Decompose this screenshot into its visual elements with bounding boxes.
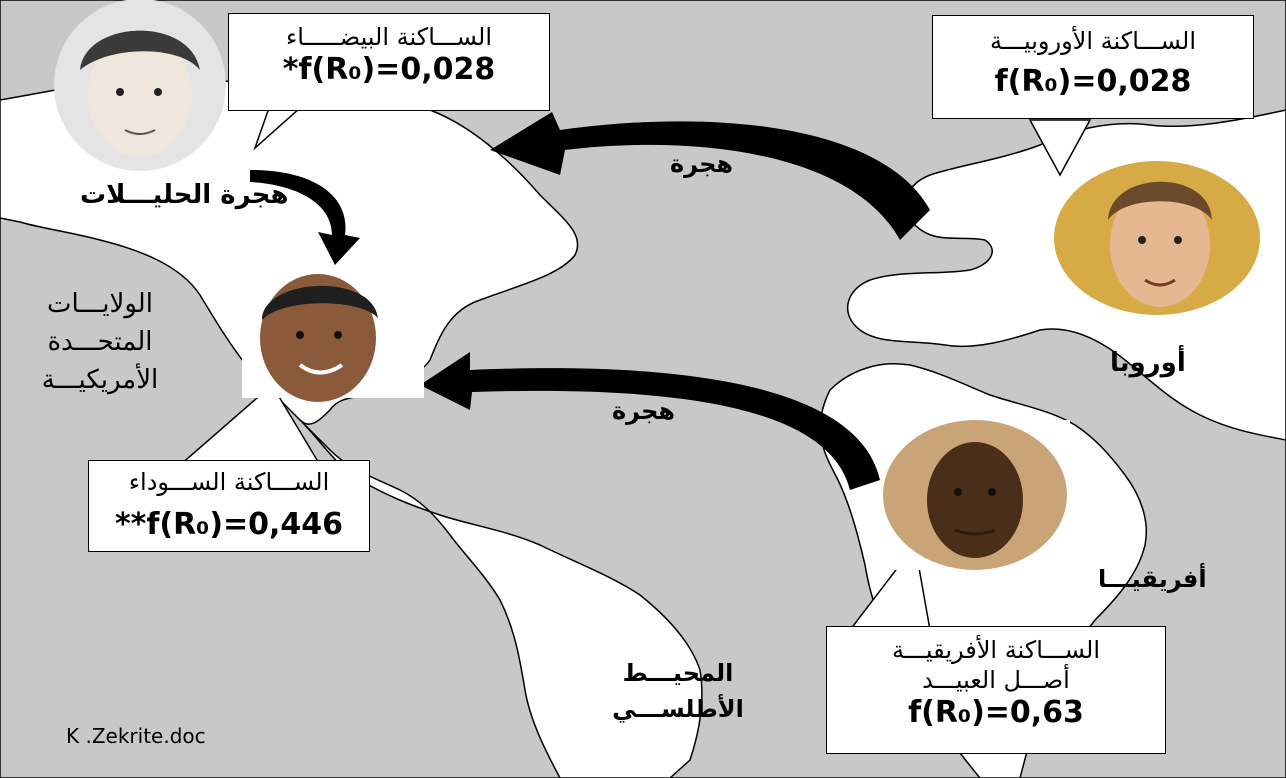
callout-european-population: الســـاكنة الأوروبيـــة f(R₀)=0,028 [932, 15, 1254, 119]
south-america-landmass [299, 419, 703, 778]
label-atlantic-line1: المحيـــط [622, 659, 734, 687]
label-europe: أوروبا [1110, 348, 1186, 378]
european-population-frequency: f(R₀)=0,028 [994, 64, 1192, 99]
black-population-frequency: **f(R₀)=0,446 [114, 507, 344, 542]
portrait-white-man-icon [54, 0, 226, 171]
black-population-name: الســـاكنة الســـوداء [128, 468, 330, 496]
african-population-name: الســـاكنة الأفريقيـــة [891, 636, 1101, 664]
label-allies-migration: هجرة الحليـــلات [80, 180, 289, 210]
label-atlantic: المحيـــط الأطلســـي [598, 655, 758, 727]
african-population-origin: أصـــل العبيـــد [922, 666, 1070, 694]
label-usa-line2: المتحـــدة [47, 327, 153, 357]
african-population-frequency: f(R₀)=0,63 [908, 695, 1084, 730]
callout-tail-european [1028, 119, 1092, 177]
callout-african-population: الســـاكنة الأفريقيـــة أصـــل العبيـــد… [826, 626, 1166, 754]
migration-arrow-europe-to-america [490, 112, 930, 240]
label-migration-top: هجرة [670, 150, 734, 178]
callout-black-population: الســـاكنة الســـوداء **f(R₀)=0,446 [88, 460, 370, 552]
migration-arrow-africa-to-america [420, 352, 880, 490]
callout-white-population: الســـاكنة البيضـــــاء *f(R₀)=0,028 [228, 13, 550, 111]
label-usa-line1: الولايـــات [47, 289, 153, 319]
european-population-name: الســـاكنة الأوروبيـــة [990, 27, 1196, 55]
credit-text: K .Zekrite.doc [66, 724, 206, 748]
white-population-frequency: *f(R₀)=0,028 [282, 52, 496, 87]
label-usa-line3: الأمريكيـــة [41, 365, 159, 395]
label-atlantic-line2: الأطلســـي [612, 695, 744, 723]
migration-arrow-allies [250, 170, 360, 265]
portrait-black-man-icon [242, 272, 424, 402]
label-usa: الولايـــات المتحـــدة الأمريكيـــة [20, 285, 180, 399]
label-africa: أفريقيـــا [1098, 565, 1207, 593]
portrait-european-man-icon [1054, 161, 1260, 315]
white-population-name: الســـاكنة البيضـــــاء [286, 23, 492, 51]
label-migration-bottom: هجرة [612, 397, 676, 425]
portrait-african-man-icon [880, 420, 1070, 570]
